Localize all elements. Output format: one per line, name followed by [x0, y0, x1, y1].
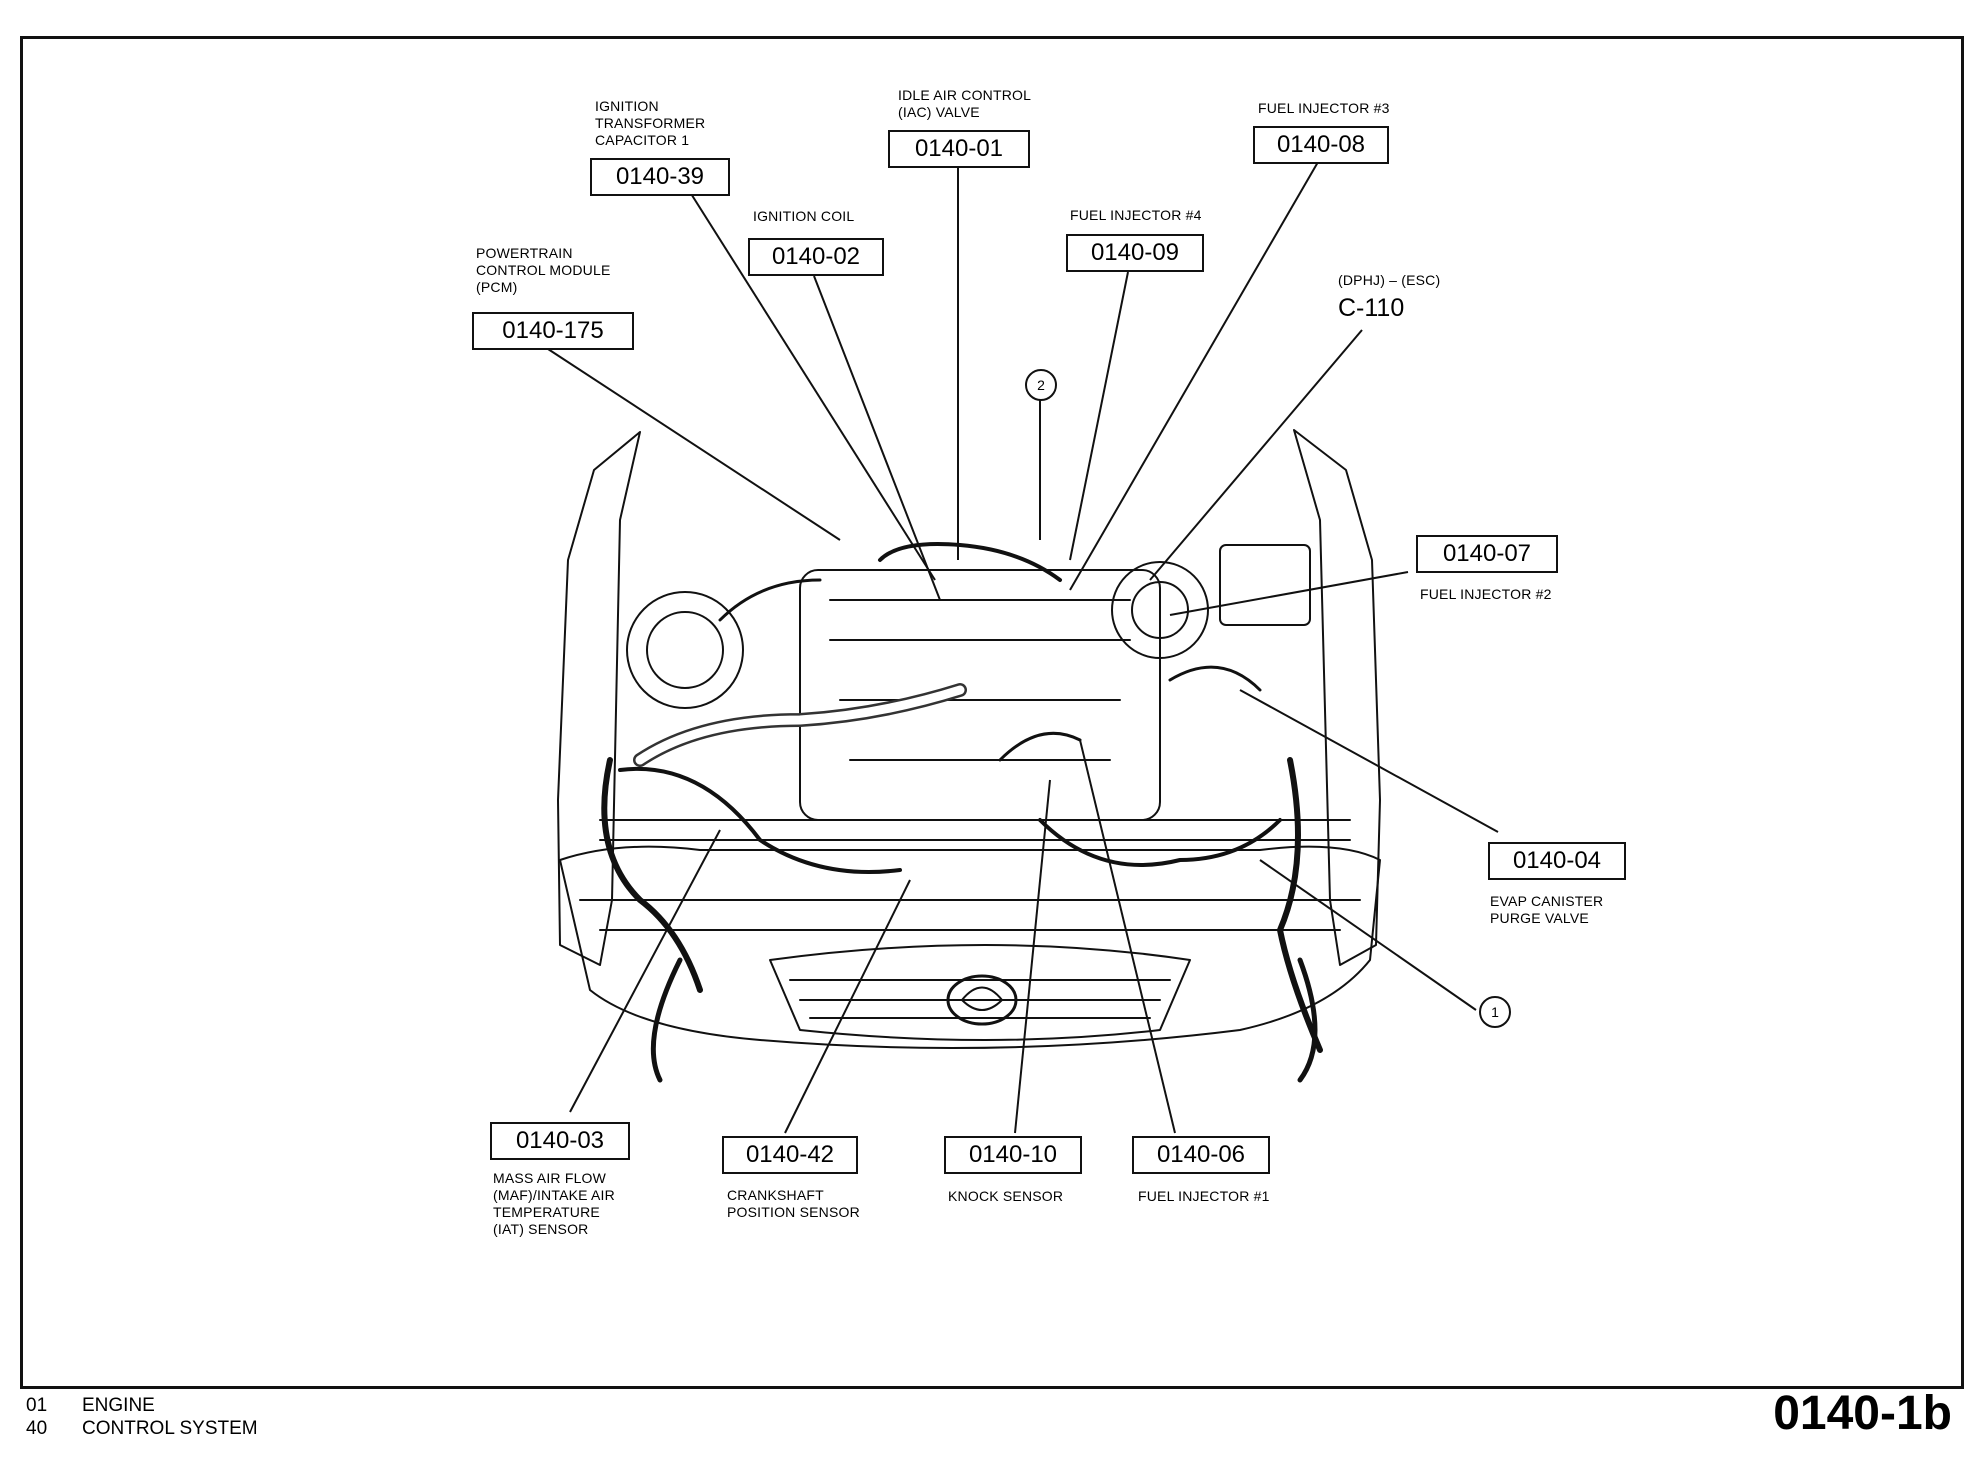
ref-box-fuel-injector-1: 0140-06 — [1132, 1136, 1270, 1174]
callout-circle-2: 2 — [1025, 369, 1057, 401]
brake-booster — [1111, 561, 1209, 659]
ref-box-evap-canister-purge-valve: 0140-04 — [1488, 842, 1626, 880]
label-connector-c110: (DPHJ) – (ESC) — [1338, 272, 1441, 288]
page-number: 0140-1b — [1773, 1387, 1952, 1440]
right-hood-panel — [1293, 429, 1381, 966]
grille — [769, 944, 1191, 1041]
callout-circle-1: 1 — [1479, 996, 1511, 1028]
left-hood-panel — [557, 431, 641, 966]
label-fuel-injector-3: FUEL INJECTOR #3 — [1258, 100, 1390, 116]
label-idle-air-control-valve: IDLE AIR CONTROL (IAC) VALVE — [898, 87, 1032, 120]
label-knock-sensor: KNOCK SENSOR — [948, 1188, 1064, 1204]
engine-block — [799, 569, 1161, 821]
ref-box-fuel-injector-3: 0140-08 — [1253, 126, 1389, 164]
label-mass-air-flow-sensor: MASS AIR FLOW (MAF)/INTAKE AIR TEMPERATU… — [493, 1170, 615, 1237]
logo-emblem — [946, 974, 1018, 1026]
ref-box-mass-air-flow-sensor: 0140-03 — [490, 1122, 630, 1160]
label-fuel-injector-2: FUEL INJECTOR #2 — [1420, 586, 1552, 602]
label-ignition-coil: IGNITION COIL — [753, 208, 855, 224]
ref-box-powertrain-control-module: 0140-175 — [472, 312, 634, 350]
ref-box-ignition-transformer-capacitor: 0140-39 — [590, 158, 730, 196]
connector-c110-id: C-110 — [1338, 294, 1405, 322]
footer-text: ENGINE — [82, 1395, 155, 1416]
label-powertrain-control-module: POWERTRAIN CONTROL MODULE (PCM) — [476, 245, 611, 295]
footer-section-codes: 01 ENGINE 40 CONTROL SYSTEM — [26, 1394, 258, 1440]
label-crankshaft-position-sensor: CRANKSHAFT POSITION SENSOR — [727, 1187, 860, 1220]
ref-box-crankshaft-position-sensor: 0140-42 — [722, 1136, 858, 1174]
footer-text: CONTROL SYSTEM — [82, 1418, 258, 1439]
air-filter — [626, 591, 744, 709]
diagram-frame — [20, 36, 1964, 1389]
label-ignition-transformer-capacitor: IGNITION TRANSFORMER CAPACITOR 1 — [595, 98, 706, 148]
footer-code: 01 — [26, 1395, 48, 1416]
label-fuel-injector-1: FUEL INJECTOR #1 — [1138, 1188, 1270, 1204]
label-fuel-injector-4: FUEL INJECTOR #4 — [1070, 207, 1202, 223]
battery — [1219, 544, 1311, 626]
label-evap-canister-purge-valve: EVAP CANISTER PURGE VALVE — [1490, 893, 1604, 926]
ref-box-knock-sensor: 0140-10 — [944, 1136, 1082, 1174]
footer-code: 40 — [26, 1418, 48, 1439]
footer-row: 40 CONTROL SYSTEM — [26, 1417, 258, 1440]
ref-box-idle-air-control-valve: 0140-01 — [888, 130, 1030, 168]
ref-box-fuel-injector-4: 0140-09 — [1066, 234, 1204, 272]
footer-row: 01 ENGINE — [26, 1394, 258, 1417]
ref-box-fuel-injector-2: 0140-07 — [1416, 535, 1558, 573]
front-body — [559, 845, 1381, 1049]
ref-box-ignition-coil: 0140-02 — [748, 238, 884, 276]
